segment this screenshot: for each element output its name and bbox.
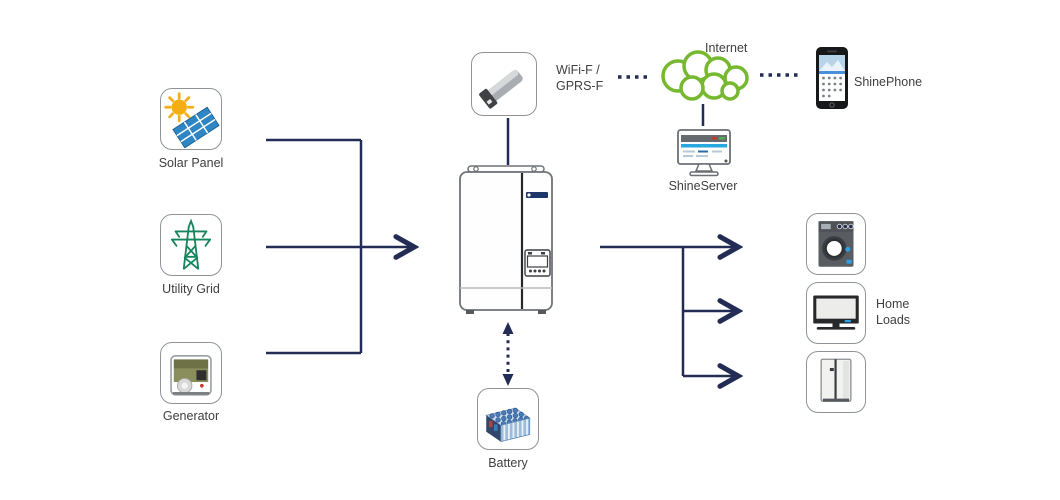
battery-label: Battery — [488, 456, 528, 470]
washing-machine-node — [806, 213, 866, 275]
utility-grid-node — [160, 214, 222, 276]
shinephone-label: ShinePhone — [854, 75, 923, 89]
internet-cloud-icon — [661, 50, 749, 101]
washing-machine-icon — [818, 221, 854, 267]
utility-grid-icon — [171, 218, 211, 270]
shineserver-monitor-icon — [677, 129, 731, 177]
shineserver-label: ShineServer — [668, 179, 738, 193]
inverter-icon — [459, 165, 553, 314]
generator-label: Generator — [162, 409, 220, 423]
internet-label: Internet — [705, 41, 748, 55]
solar-panel-label: Solar Panel — [158, 156, 224, 170]
shinephone-icon — [816, 47, 848, 109]
wifi-module-label: WiFi-F / GPRS-F — [556, 63, 604, 93]
tv-node — [806, 282, 866, 344]
solar-panel-node — [160, 88, 222, 150]
battery-icon — [485, 407, 531, 443]
generator-icon — [170, 354, 212, 396]
wifi-dongle-icon — [479, 69, 523, 109]
generator-node — [160, 342, 222, 404]
tv-icon — [813, 295, 859, 330]
battery-node — [477, 388, 539, 450]
refrigerator-icon — [820, 358, 852, 402]
wifi-module-node — [471, 52, 537, 116]
refrigerator-node — [806, 351, 866, 413]
solar-panel-icon — [164, 92, 220, 148]
utility-grid-label: Utility Grid — [162, 282, 220, 296]
home-loads-label: Home Loads — [876, 297, 911, 327]
